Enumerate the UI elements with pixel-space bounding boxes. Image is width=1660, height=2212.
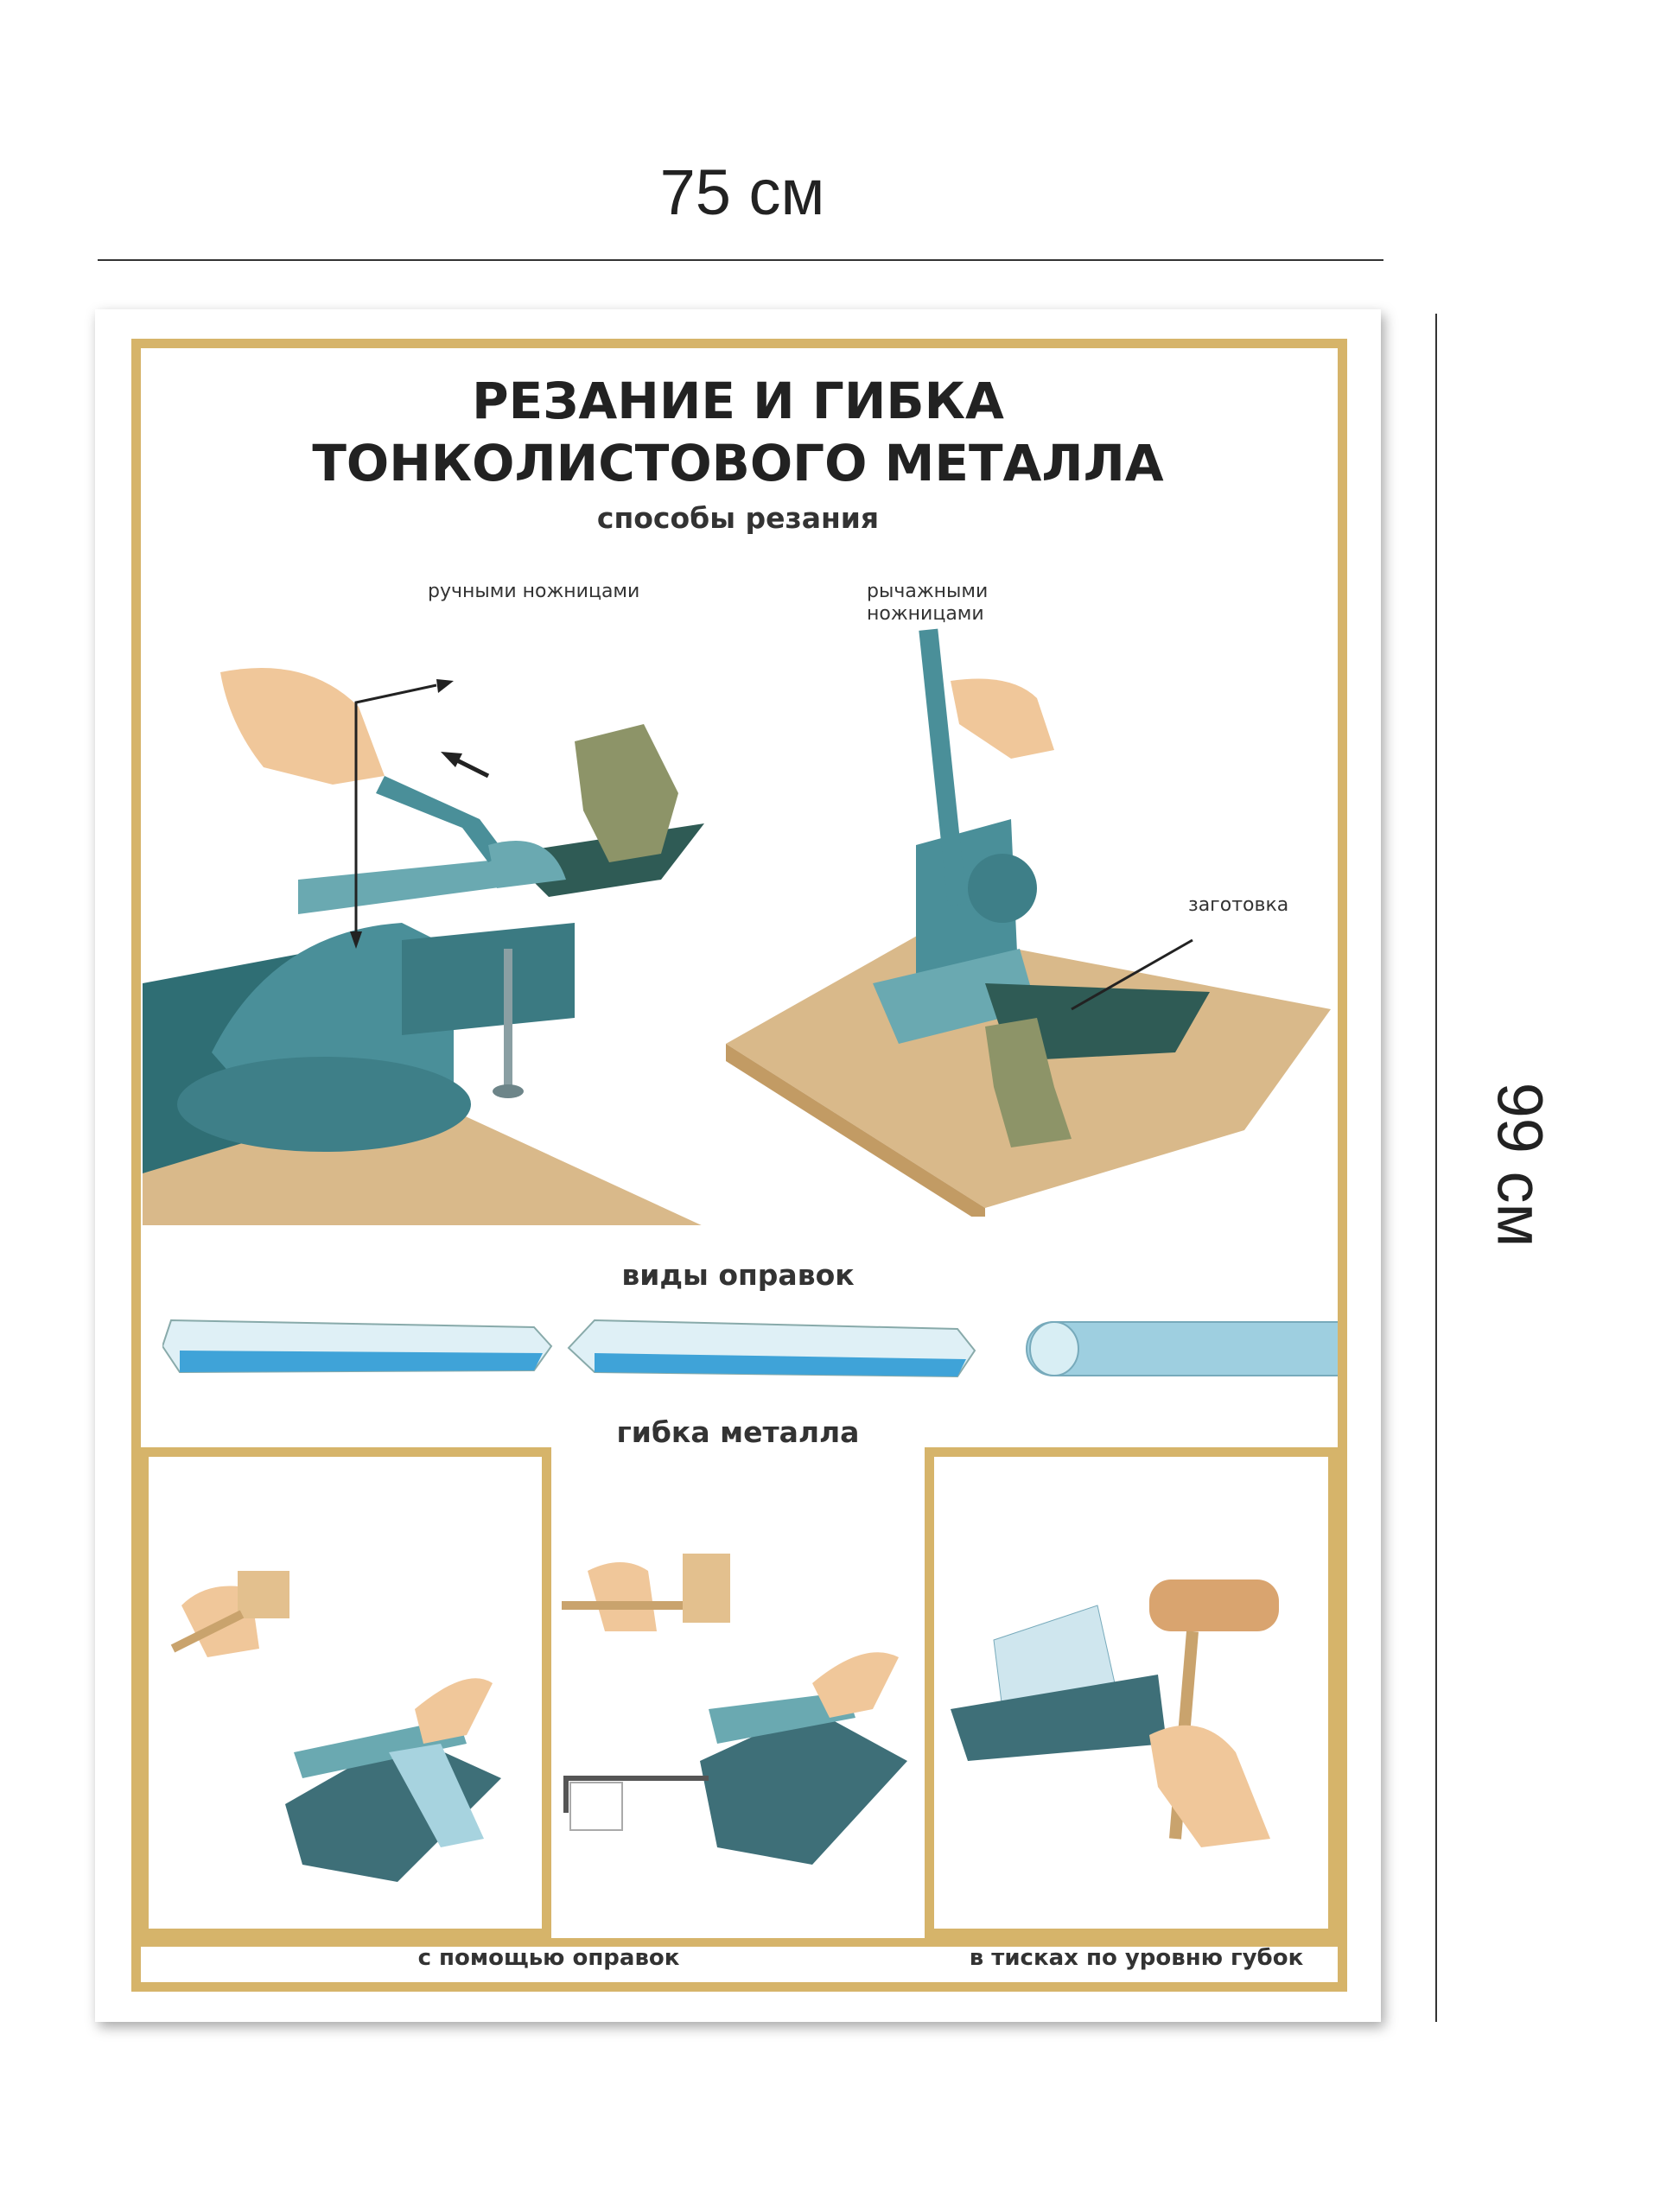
title-line-1: РЕЗАНИЕ И ГИБКА	[472, 372, 1004, 430]
section-mandrels-heading: виды оправок	[621, 1258, 855, 1292]
label-workpiece: заготовка	[1188, 894, 1289, 916]
label-hand-shears: ручными ножницами	[428, 581, 640, 602]
mandrel-round	[1026, 1321, 1338, 1376]
caption-in-vise: в тисках по уровню губок	[969, 1945, 1304, 1971]
width-dimension-label: 75 см	[659, 156, 825, 228]
title-line-2: ТОНКОЛИСТОВОГО МЕТАЛЛА	[312, 434, 1164, 493]
hand-shears-illustration	[143, 668, 739, 1225]
gold-frame	[131, 339, 1347, 1992]
section-bending-heading: гибка металла	[616, 1415, 860, 1449]
mandrel-angle	[162, 1319, 553, 1374]
label-lever-line2: ножницами	[867, 603, 984, 625]
bending-with-mandrel-illustration-1	[170, 1571, 501, 1882]
label-lever-shears: рычажными ножницами	[867, 581, 988, 626]
poster: РЕЗАНИЕ И ГИБКА ТОНКОЛИСТОВОГО МЕТАЛЛА с…	[95, 309, 1381, 2022]
label-lever-line1: рычажными	[867, 581, 989, 602]
caption-bar	[131, 1938, 1347, 1947]
bending-with-mandrel-illustration-2	[562, 1554, 907, 1865]
caption-with-mandrels: с помощью оправок	[417, 1945, 680, 1971]
height-dimension-line	[1435, 314, 1437, 2022]
bending-panel-right-frame	[925, 1447, 1338, 1938]
bending-panel-left-frame	[139, 1447, 551, 1938]
mandrel-square	[567, 1319, 976, 1378]
bending-in-vise-illustration	[951, 1580, 1279, 1847]
section-cutting-heading: способы резания	[596, 501, 880, 535]
height-dimension-label: 99 см	[1484, 1082, 1556, 1248]
width-dimension-line	[98, 259, 1383, 261]
poster-title: РЕЗАНИЕ И ГИБКА ТОНКОЛИСТОВОГО МЕТАЛЛА	[95, 370, 1381, 494]
mandrels-illustration	[162, 1319, 1338, 1378]
lever-shears-illustration	[726, 628, 1331, 1217]
